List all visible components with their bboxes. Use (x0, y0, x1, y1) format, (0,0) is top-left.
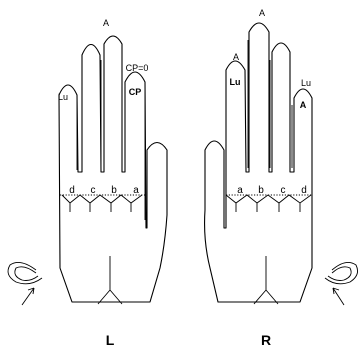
left-hand: A Lu CP=0 CP d c b a L (7, 18, 168, 348)
right-triradius-c: c (281, 185, 286, 196)
left-hand-outline (58, 35, 168, 303)
left-side-loop (7, 261, 43, 285)
right-index-top-label: A (233, 52, 239, 62)
left-triradius-c: c (91, 185, 96, 196)
right-axial-triradius (253, 256, 279, 305)
left-triradius-b: b (111, 185, 117, 196)
right-side-loop (324, 261, 358, 285)
right-triradius-b: b (258, 185, 264, 196)
left-cp-eq-label: CP=0 (126, 63, 149, 73)
left-top-label: A (103, 18, 109, 28)
left-hand-caption: L (106, 332, 115, 348)
left-arrow (21, 287, 35, 306)
right-hand-outline (204, 22, 313, 303)
right-triradius-d: d (301, 185, 307, 196)
left-cp-label: CP (129, 87, 142, 97)
right-little-label: A (300, 100, 307, 110)
left-ring-label: Lu (58, 92, 68, 102)
right-index-label: Lu (230, 77, 241, 87)
right-side-loop-inner (327, 266, 352, 281)
left-side-loop-inner (14, 266, 39, 281)
right-top-label: A (259, 8, 265, 18)
right-triradius-a: a (237, 185, 243, 196)
left-arrow-head (27, 287, 35, 295)
right-arrow (332, 287, 345, 306)
right-ring-label: Lu (301, 78, 311, 88)
left-triradius-a: a (133, 185, 139, 196)
left-triradius-d: d (69, 185, 75, 196)
right-arrow-head (332, 287, 340, 295)
right-hand-caption: R (261, 332, 271, 348)
right-hand: A A Lu Lu A a b c d R (204, 8, 358, 348)
